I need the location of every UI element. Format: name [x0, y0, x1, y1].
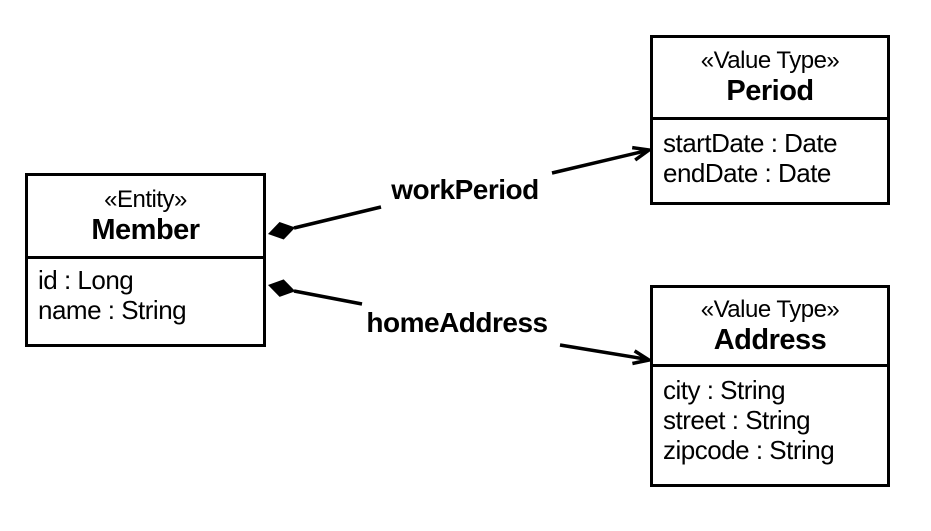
association-label-homeaddress: homeAddress [366, 307, 548, 338]
association-line [559, 343, 646, 361]
stereotype-label: «Value Type» [700, 295, 840, 323]
attributes-compartment: startDate : Date endDate : Date [653, 120, 887, 188]
stereotype-label: «Value Type» [700, 47, 840, 74]
class-header: «Value Type» Address [653, 288, 887, 367]
composition-diamond-icon [268, 221, 296, 240]
arrowhead-icon [632, 349, 654, 366]
composition-diamond-icon [268, 279, 296, 297]
class-name: Address [713, 323, 827, 356]
association-label-workperiod: workPeriod [391, 174, 539, 205]
class-header: «Value Type» Period [653, 38, 887, 120]
stereotype-label: «Entity» [104, 185, 187, 213]
attributes-compartment: city : String street : String zipcode : … [653, 367, 887, 465]
attribute-row: startDate : Date [663, 128, 838, 158]
class-box-address: «Value Type» Address city : String stree… [650, 285, 890, 487]
attribute-row: endDate : Date [663, 158, 831, 188]
attribute-row: city : String [663, 375, 786, 405]
attribute-row: zipcode : String [663, 435, 835, 465]
class-box-period: «Value Type» Period startDate : Date end… [650, 35, 890, 205]
attribute-row: street : String [663, 405, 811, 435]
class-name: Member [91, 213, 200, 246]
association-line [293, 289, 363, 306]
association-line [551, 149, 646, 175]
association-line [293, 205, 382, 230]
class-box-member: «Entity» Member id : Long name : String [25, 173, 266, 347]
attribute-row: id : Long [38, 265, 134, 295]
attribute-row: name : String [38, 295, 187, 325]
class-header: «Entity» Member [28, 176, 263, 259]
attributes-compartment: id : Long name : String [28, 259, 263, 325]
class-name: Period [726, 75, 814, 107]
arrowhead-icon [631, 145, 654, 162]
